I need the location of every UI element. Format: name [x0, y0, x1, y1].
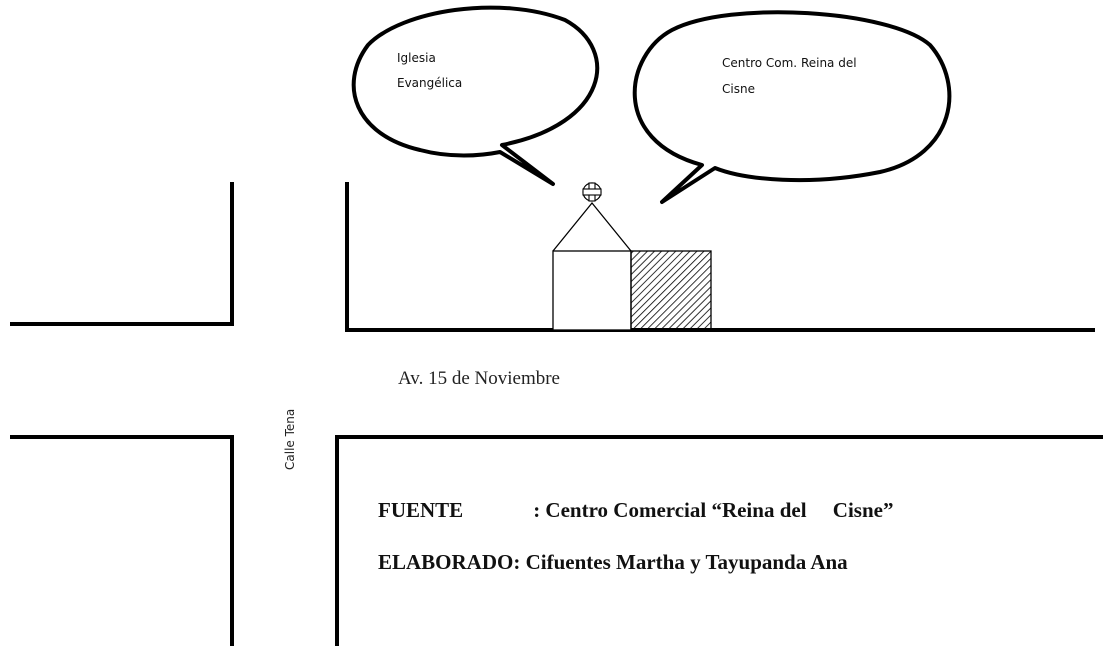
- church-label-line2: Evangélica: [397, 76, 462, 90]
- side-street-label: Calle Tena: [283, 408, 297, 470]
- block-upper-right: [345, 182, 1095, 332]
- church-callout-bubble: [351, 5, 600, 186]
- source-line: FUENTE : Centro Comercial “Reina del Cisn…: [378, 498, 893, 523]
- source-key: FUENTE: [378, 498, 464, 522]
- mall-callout-bubble: [632, 10, 952, 204]
- mall-label-line2: Cisne: [722, 82, 755, 96]
- shopping-center-building: [630, 250, 712, 331]
- block-lower-right: [335, 435, 1103, 646]
- church-building: [552, 250, 632, 331]
- author-line: ELABORADO: Cifuentes Martha y Tayupanda …: [378, 550, 848, 574]
- source-value: : Centro Comercial “Reina del Cisne”: [533, 498, 894, 522]
- avenue-label: Av. 15 de Noviembre: [398, 368, 560, 389]
- block-upper-left: [10, 182, 234, 326]
- block-lower-left: [10, 435, 234, 646]
- cross-icon: [582, 182, 602, 202]
- church-label-line1: Iglesia: [397, 51, 436, 65]
- mall-label-line1: Centro Com. Reina del: [722, 56, 857, 70]
- church-roof: [552, 201, 632, 252]
